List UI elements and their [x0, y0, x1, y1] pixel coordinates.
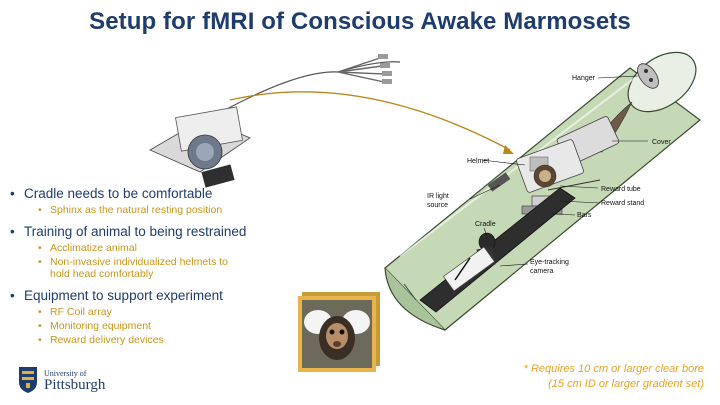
label-hanger: Hanger — [572, 75, 596, 82]
bullet-list: •Cradle needs to be comfortable •Sphinx … — [10, 186, 310, 348]
university-logo: University of Pittsburgh — [18, 366, 128, 398]
coil-cable — [225, 54, 514, 154]
bullet-3-sub-3: •Reward delivery devices — [38, 334, 310, 346]
bullet-2-sub-1-text: Acclimatize animal — [50, 242, 137, 254]
label-ir-light-1: IR light — [427, 193, 449, 200]
bullet-3-sub-1: •RF Coil array — [38, 306, 310, 318]
bullet-2: •Training of animal to being restrained — [10, 224, 310, 239]
label-eye-tracking-2: camera — [530, 268, 553, 275]
bullet-3-sub-3-text: Reward delivery devices — [50, 334, 164, 346]
bullet-2-text: Training of animal to being restrained — [24, 224, 246, 239]
bullet-3-sub-1-text: RF Coil array — [50, 306, 112, 318]
bullet-3-sub-2: •Monitoring equipment — [38, 320, 310, 332]
bullet-1-text: Cradle needs to be comfortable — [24, 186, 212, 201]
label-reward-stand: Reward stand — [601, 200, 644, 207]
label-cradle: Cradle — [475, 221, 496, 228]
label-reward-tube: Reward tube — [601, 186, 641, 193]
footnote: * Requires 10 cm or larger clear bore (1… — [524, 362, 704, 392]
label-helmet: Helmet — [467, 158, 489, 165]
footnote-line-2: (15 cm ID or larger gradient set) — [524, 377, 704, 392]
label-ir-light-2: source — [427, 202, 448, 209]
bullet-1: •Cradle needs to be comfortable — [10, 186, 310, 201]
marmoset-photo — [298, 292, 380, 372]
bullet-2-sub-1: •Acclimatize animal — [38, 242, 310, 254]
bullet-1-sub-1: •Sphinx as the natural resting position — [38, 204, 310, 216]
bullet-3-sub-2-text: Monitoring equipment — [50, 320, 151, 332]
label-cover: Cover — [652, 139, 671, 146]
bullet-3: •Equipment to support experiment — [10, 288, 310, 303]
logo-big-text: Pittsburgh — [44, 377, 105, 394]
rf-coil-device — [150, 107, 250, 188]
shield-icon — [18, 366, 38, 394]
label-bars: Bars — [577, 212, 592, 219]
footnote-line-1: * Requires 10 cm or larger clear bore — [524, 362, 704, 377]
bullet-2-sub-2-text: Non-invasive individualized helmets to h… — [50, 256, 228, 280]
label-eye-tracking-1: Eye-tracking — [530, 259, 569, 266]
bullet-1-sub-1-text: Sphinx as the natural resting position — [50, 204, 222, 216]
bullet-3-text: Equipment to support experiment — [24, 288, 223, 303]
bullet-2-sub-2: •Non-invasive individualized helmets to … — [38, 256, 250, 280]
